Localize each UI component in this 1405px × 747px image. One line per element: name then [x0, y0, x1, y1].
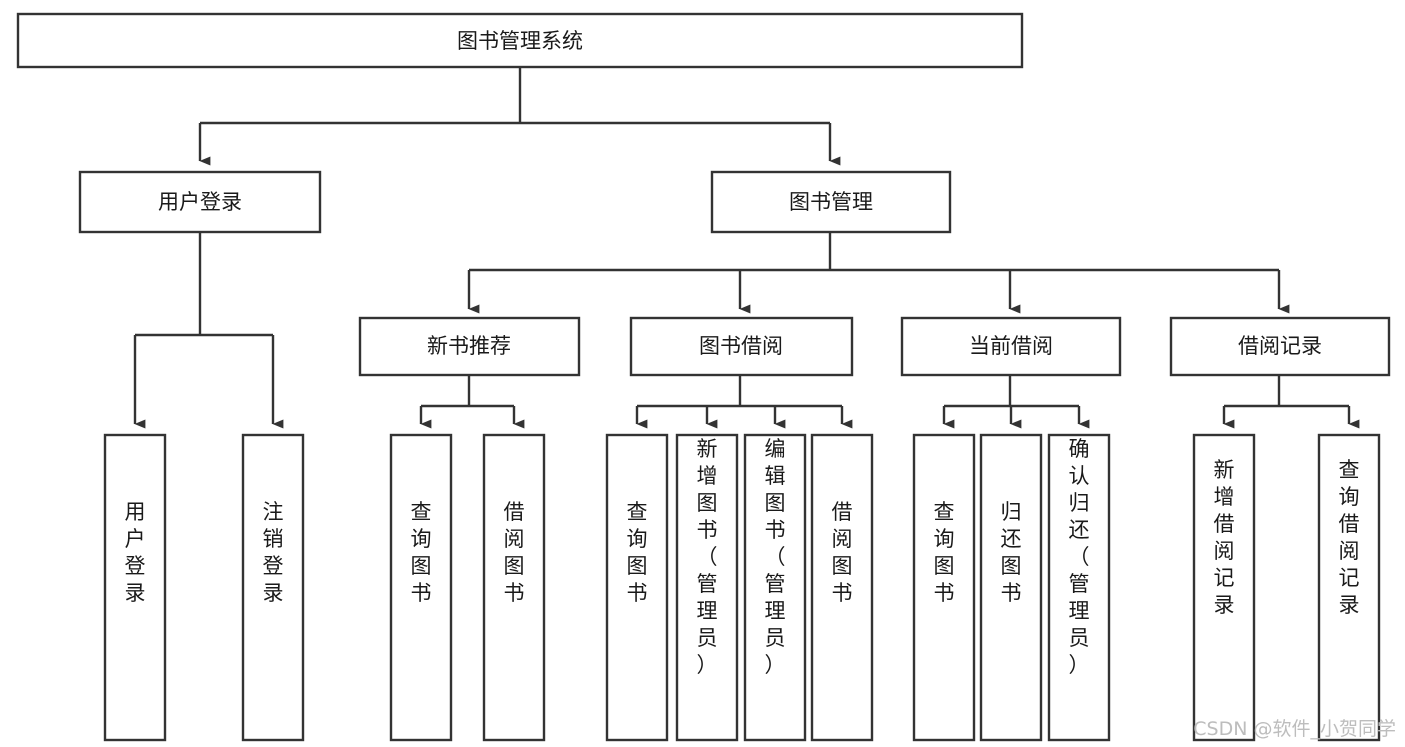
leaf-logout-box[interactable] [241, 433, 305, 742]
leaf-current-query-book-box[interactable] [912, 433, 976, 742]
node-root-label: 图书管理系统 [457, 29, 583, 53]
node-book-management[interactable]: 图书管理 [710, 170, 952, 234]
connector-group-borrow-records [1222, 375, 1360, 429]
leaf-records-query-record-label: 查询借阅记录 [1339, 458, 1360, 617]
connector-group-book-borrow [635, 375, 853, 429]
connector-group-book-mgmt [467, 232, 1290, 314]
leaf-newbook-borrow-book-box[interactable] [482, 433, 546, 742]
leaf-current-return-book[interactable]: 归还图书 [979, 433, 1043, 742]
leaf-records-query-record[interactable]: 查询借阅记录 [1317, 433, 1381, 742]
leaf-borrow-add-book-box[interactable] [675, 433, 739, 742]
connector-group-root [198, 67, 841, 166]
leaf-borrow-add-book[interactable]: 新增图书（管理员） [675, 433, 739, 742]
leaf-borrow-edit-book[interactable]: 编辑图书（管理员） [743, 433, 807, 742]
connector-group-user-login [133, 232, 284, 429]
leaf-borrow-edit-book-label: 编辑图书（管理员） [765, 437, 786, 677]
node-book-borrow-label: 图书借阅 [699, 334, 783, 358]
leaf-borrow-borrow-book-box[interactable] [810, 433, 874, 742]
leaf-current-confirm-return-box[interactable] [1047, 433, 1111, 742]
leaf-borrow-query-book-box[interactable] [605, 433, 669, 742]
leaf-user-login[interactable]: 用户登录 [103, 433, 167, 742]
leaf-borrow-query-book[interactable]: 查询图书 [605, 433, 669, 742]
node-root[interactable]: 图书管理系统 [16, 12, 1024, 69]
node-borrow-records-box[interactable] [1169, 316, 1391, 377]
leaf-borrow-query-book-label: 查询图书 [627, 500, 648, 605]
leaf-records-add-record[interactable]: 新增借阅记录 [1192, 433, 1256, 742]
node-book-borrow-box[interactable] [629, 316, 854, 377]
leaf-borrow-borrow-book[interactable]: 借阅图书 [810, 433, 874, 742]
leaf-newbook-query-book-box[interactable] [389, 433, 453, 742]
leaf-borrow-add-book-label: 新增图书（管理员） [697, 437, 718, 677]
node-new-book-recommend[interactable]: 新书推荐 [358, 316, 581, 377]
leaf-logout-label: 注销登录 [263, 500, 284, 605]
connector-group-current-borrow [942, 375, 1090, 429]
node-current-borrow[interactable]: 当前借阅 [900, 316, 1122, 377]
leaf-records-add-record-box[interactable] [1192, 433, 1256, 742]
node-new-book-recommend-box[interactable] [358, 316, 581, 377]
node-borrow-records-label: 借阅记录 [1238, 334, 1322, 358]
leaf-current-query-book-label: 查询图书 [934, 500, 955, 605]
node-book-borrow[interactable]: 图书借阅 [629, 316, 854, 377]
csdn-watermark: CSDN @软件_小贺同学 [1193, 718, 1396, 740]
node-book-management-box[interactable] [710, 170, 952, 234]
leaf-newbook-query-book[interactable]: 查询图书 [389, 433, 453, 742]
node-new-book-recommend-label: 新书推荐 [427, 334, 511, 358]
node-user-login-label: 用户登录 [158, 190, 242, 214]
leaf-current-query-book[interactable]: 查询图书 [912, 433, 976, 742]
leaf-current-return-book-box[interactable] [979, 433, 1043, 742]
leaf-borrow-edit-book-box[interactable] [743, 433, 807, 742]
leaf-records-add-record-label: 新增借阅记录 [1214, 458, 1235, 617]
node-user-login-box[interactable] [78, 170, 322, 234]
node-current-borrow-box[interactable] [900, 316, 1122, 377]
leaf-borrow-borrow-book-label: 借阅图书 [832, 500, 853, 605]
leaf-current-return-book-label: 归还图书 [1001, 500, 1022, 605]
leaf-current-confirm-return[interactable]: 确认归还（管理员） [1047, 433, 1111, 742]
leaf-user-login-label: 用户登录 [125, 500, 146, 605]
node-current-borrow-label: 当前借阅 [969, 334, 1053, 358]
node-root-box[interactable] [16, 12, 1024, 69]
connector-group-new-book [419, 375, 525, 429]
leaf-current-confirm-return-label: 确认归还（管理员） [1069, 437, 1090, 677]
node-borrow-records[interactable]: 借阅记录 [1169, 316, 1391, 377]
leaf-newbook-query-book-label: 查询图书 [411, 500, 432, 605]
leaf-user-login-box[interactable] [103, 433, 167, 742]
leaf-newbook-borrow-book-label: 借阅图书 [504, 500, 525, 605]
node-user-login[interactable]: 用户登录 [78, 170, 322, 234]
node-book-management-label: 图书管理 [789, 190, 873, 214]
leaf-newbook-borrow-book[interactable]: 借阅图书 [482, 433, 546, 742]
leaf-records-query-record-box[interactable] [1317, 433, 1381, 742]
leaf-logout[interactable]: 注销登录 [241, 433, 305, 742]
